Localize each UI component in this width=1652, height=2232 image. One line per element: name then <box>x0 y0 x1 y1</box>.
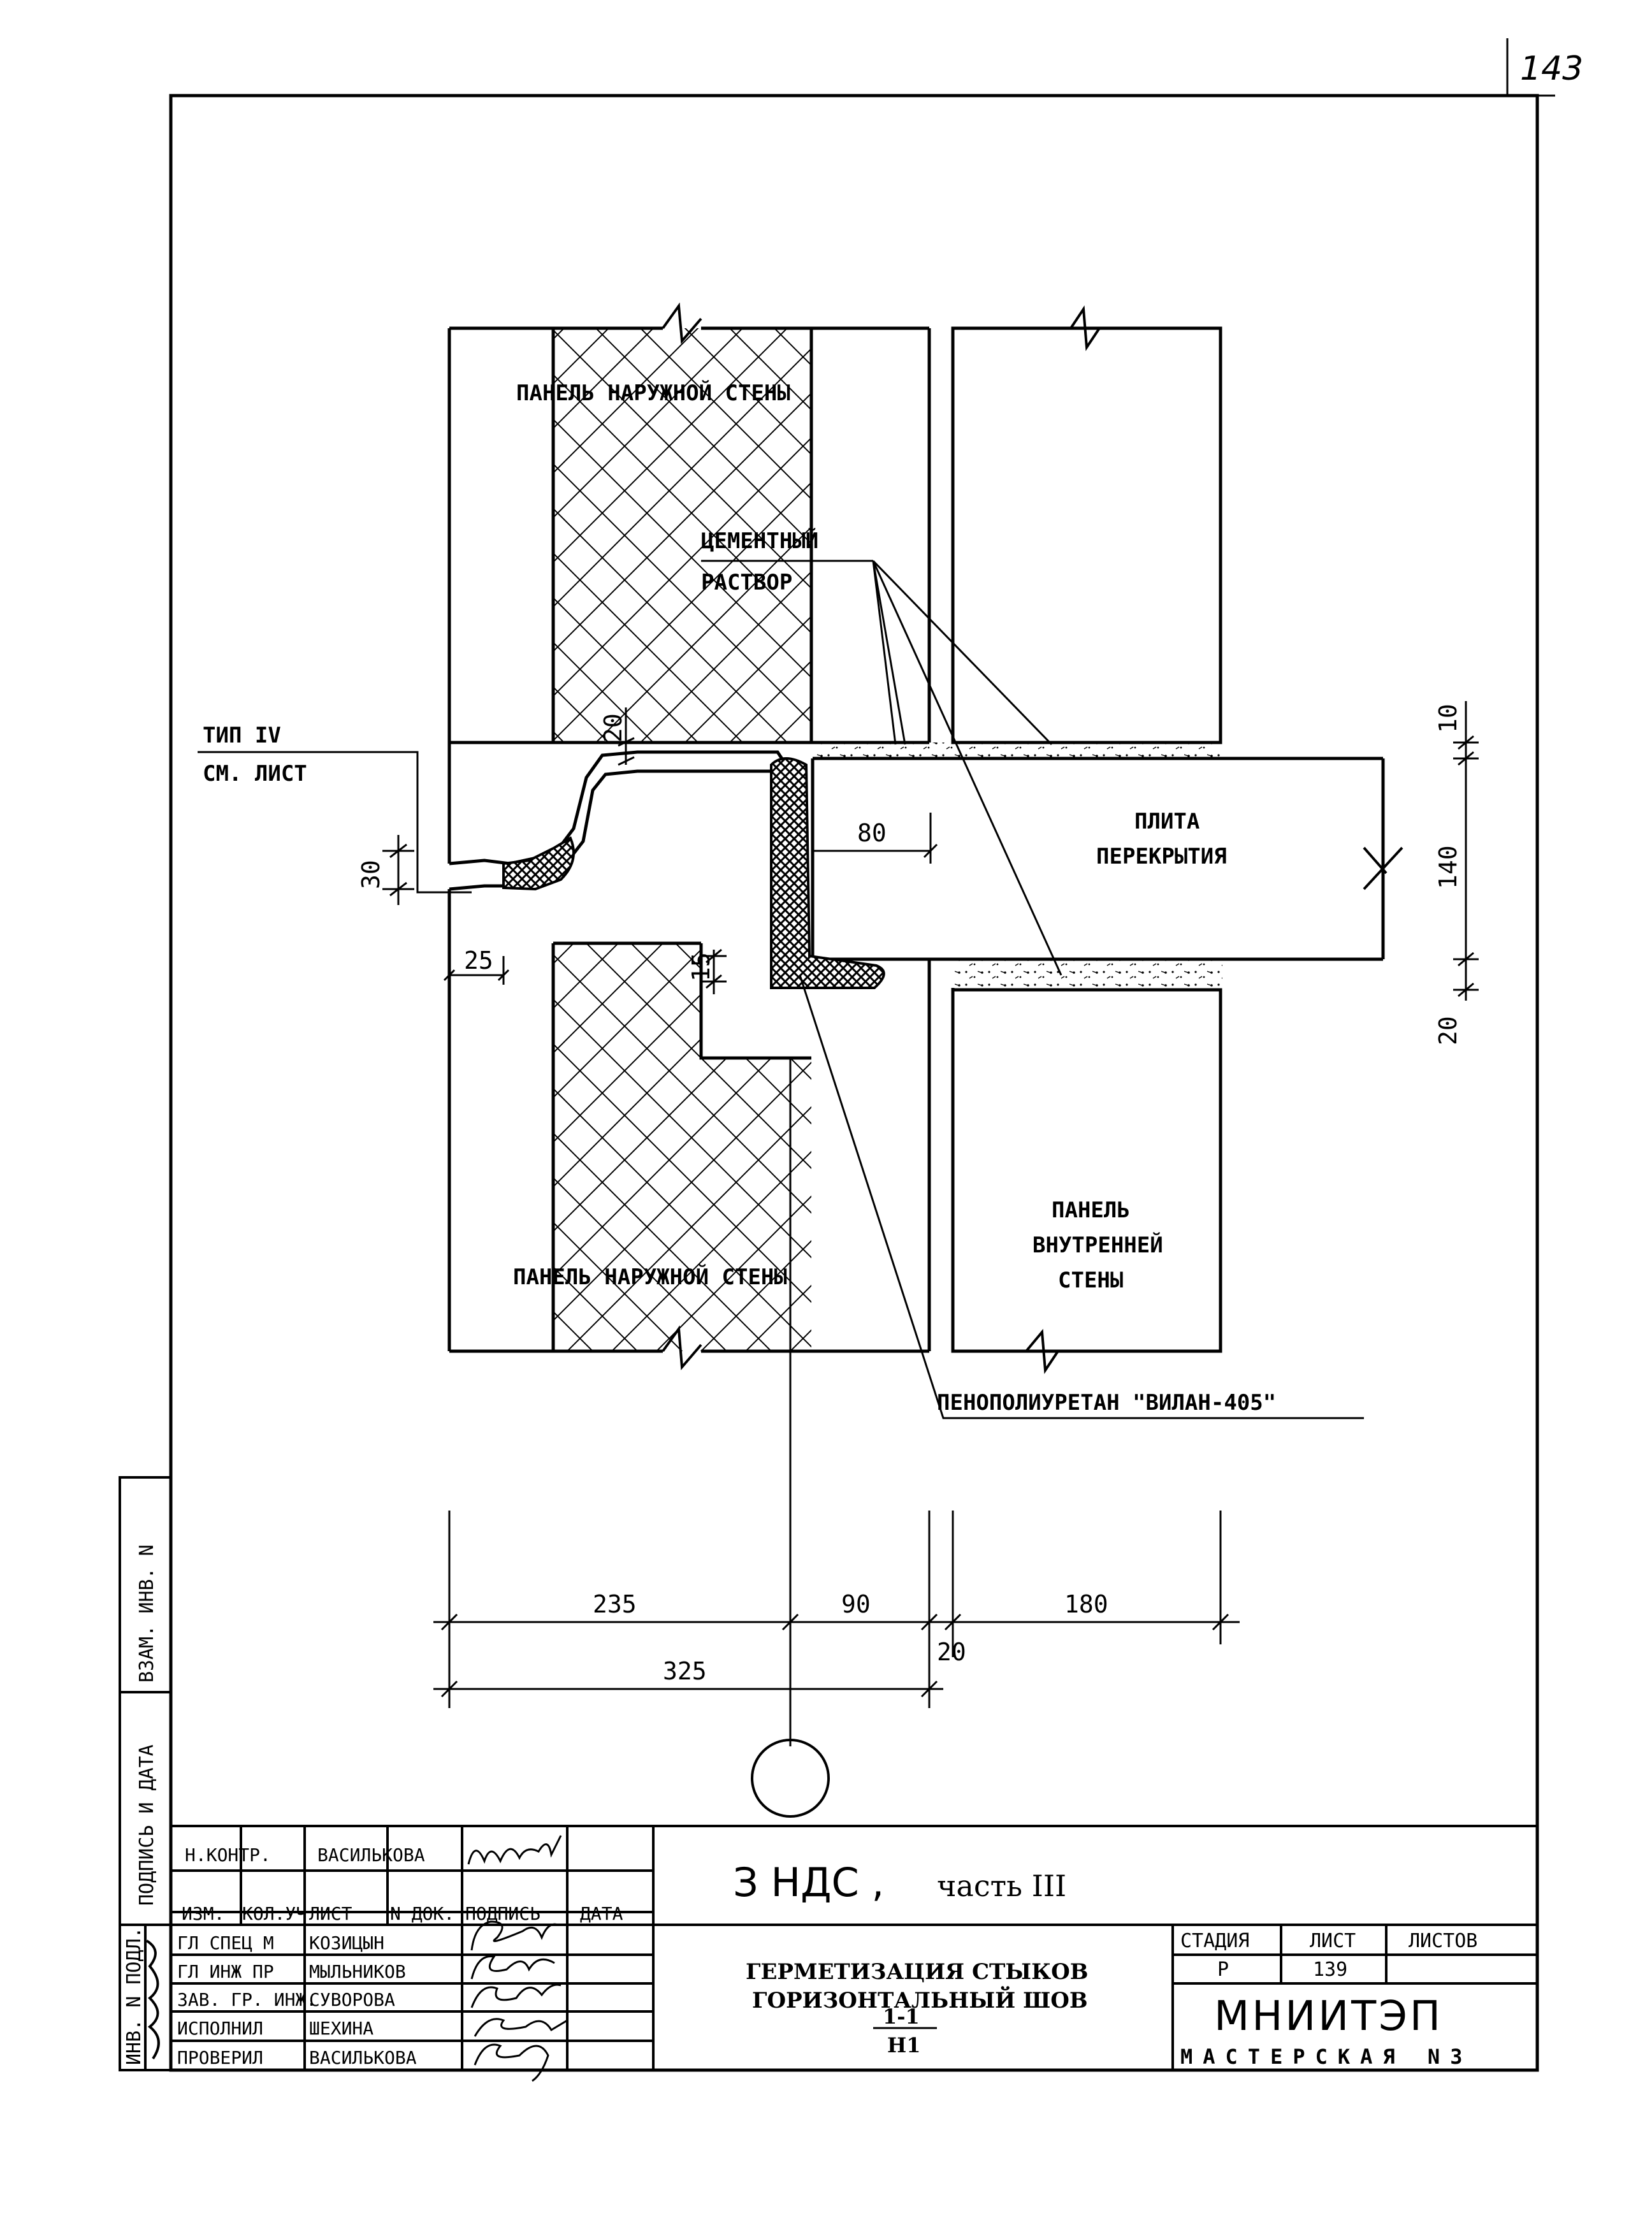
staff-role-2: ЗАВ. ГР. ИНЖ. <box>177 1989 317 2010</box>
title-block-main: З НДС , часть III ГЕРМЕТИЗАЦИЯ СТЫКОВ ГО… <box>733 1859 1088 2057</box>
foam-sealant-outer <box>502 836 575 891</box>
dimension-labels: 20 80 30 25 15 10 140 20 235 90 180 325 … <box>357 704 1462 1685</box>
stamp-vzam-inv: ВЗАМ. ИНВ. N <box>136 1544 158 1683</box>
mortar-leaders <box>701 560 1062 976</box>
label-slab-1: ПЛИТА <box>1134 809 1199 834</box>
sheet-frame <box>169 94 1539 2072</box>
drawing-title-2: ГОРИЗОНТАЛЬНЫЙ ШОВ <box>752 1986 1088 2013</box>
staff-role-3: ИСПОЛНИЛ <box>177 2018 263 2039</box>
type-leader <box>198 751 472 894</box>
lower-inner-panel <box>951 988 1222 1374</box>
drawing-title-1: ГЕРМЕТИЗАЦИЯ СТЫКОВ <box>746 1959 1088 1985</box>
side-stamp <box>119 1476 172 2071</box>
staff-role-1: ГЛ ИНЖ ПР <box>177 1961 274 1982</box>
sheet-value: 139 <box>1313 1959 1347 1981</box>
dim-180: 180 <box>1064 1590 1108 1618</box>
header-podpis: ПОДПИСЬ <box>465 1903 540 1924</box>
upper-outer-panel <box>447 302 931 864</box>
stamp-handwritten-number <box>145 1939 160 2060</box>
joint-profile <box>449 750 810 971</box>
staff-name-1: МЫЛЬНИКОВ <box>309 1961 406 1982</box>
dim-80: 80 <box>857 819 887 847</box>
dim-325: 325 <box>663 1657 707 1685</box>
label-type-2: СМ. ЛИСТ <box>203 761 307 786</box>
staff-name-3: ШЕХИНА <box>309 2018 373 2039</box>
label-outer-panel-bottom: ПАНЕЛЬ НАРУЖНОЙ СТЕНЫ <box>513 1264 787 1290</box>
project-code: З НДС , <box>733 1859 884 1906</box>
sheet-label: ЛИСТ <box>1310 1930 1356 1952</box>
label-outer-panel-top: ПАНЕЛЬ НАРУЖНОЙ СТЕНЫ <box>516 380 790 406</box>
title-block-grid <box>171 1825 1537 2070</box>
dim-30: 30 <box>357 860 385 889</box>
side-stamp-labels: ВЗАМ. ИНВ. N ПОДПИСЬ И ДАТА ИНВ. N ПОДЛ. <box>123 1544 158 2065</box>
section-marker-circle <box>751 1739 830 1818</box>
stage-value: Р <box>1217 1959 1229 1981</box>
n-kontr-label: Н.КОНТР. <box>185 1844 271 1866</box>
org-name: МНИИТЭП <box>1214 1993 1443 2040</box>
section-denominator: Н1 <box>887 2033 921 2057</box>
dim-15: 15 <box>687 952 715 982</box>
foam-sealant-vertical <box>770 757 885 989</box>
label-foam: ПЕНОПОЛИУРЕТАН "ВИЛАН-405" <box>937 1390 1276 1416</box>
project-part: часть III <box>937 1869 1066 1903</box>
label-mortar-1: ЦЕМЕНТНЫЙ <box>701 528 818 554</box>
mortar-strip-bottom <box>955 959 1222 990</box>
header-data: ДАТА <box>580 1903 623 1924</box>
page-number: 143 <box>1520 50 1583 88</box>
dim-140: 140 <box>1434 845 1462 889</box>
signature-n-kontr <box>467 1835 562 1865</box>
header-izm: ИЗМ. <box>182 1903 224 1924</box>
dim-25: 25 <box>464 946 493 975</box>
label-inner-1: ПАНЕЛЬ <box>1052 1198 1130 1223</box>
label-type-1: ТИП IV <box>203 723 281 748</box>
dim-20-bottom: 20 <box>937 1638 966 1666</box>
n-kontr-name: ВАСИЛЬКОВА <box>317 1844 425 1866</box>
dim-20-top: 20 <box>599 713 627 743</box>
header-n-dok: N ДОК. <box>390 1903 454 1924</box>
upper-inner-panel <box>951 305 1222 744</box>
signature-3 <box>474 2018 568 2037</box>
signatures <box>467 1835 568 2082</box>
workshop-name: МАСТЕРСКАЯ N3 <box>1180 2045 1472 2069</box>
sheets-label: ЛИСТОВ <box>1409 1930 1477 1952</box>
drawing-labels: ПАНЕЛЬ НАРУЖНОЙ СТЕНЫ ЦЕМЕНТНЫЙ РАСТВОР … <box>203 380 1276 1416</box>
stamp-inv-podl: ИНВ. N ПОДЛ. <box>123 1927 145 2065</box>
section-numerator: 1-1 <box>883 2004 920 2029</box>
staff-name-2: СУВОРОВА <box>309 1989 395 2010</box>
mortar-strip-top <box>816 743 1221 758</box>
signature-2 <box>470 1983 562 2008</box>
staff-role-4: ПРОВЕРИЛ <box>177 2047 263 2068</box>
label-inner-2: ВНУТРЕННЕЙ <box>1032 1232 1163 1258</box>
foam-leader <box>799 975 1364 1419</box>
dim-235: 235 <box>593 1590 637 1618</box>
dimension-lines <box>382 701 1479 1708</box>
dim-90: 90 <box>841 1590 871 1618</box>
stamp-podpis-data: ПОДПИСЬ И ДАТА <box>136 1744 158 1906</box>
joint-section-drawing <box>198 302 1479 1818</box>
staff-name-0: КОЗИЦЫН <box>309 1932 384 1953</box>
dim-10: 10 <box>1434 704 1462 733</box>
signature-0 <box>470 1920 558 1951</box>
title-block-right: СТАДИЯ ЛИСТ ЛИСТОВ Р 139 МНИИТЭП МАСТЕРС… <box>1180 1930 1477 2069</box>
label-inner-3: СТЕНЫ <box>1058 1268 1123 1293</box>
staff-role-0: ГЛ СПЕЦ М <box>177 1932 274 1953</box>
signature-1 <box>470 1955 555 1980</box>
signature-4 <box>474 2043 549 2082</box>
header-kol-uch: КОЛ.УЧ <box>242 1903 307 1924</box>
header-list: ЛИСТ <box>309 1903 352 1924</box>
title-block-text: Н.КОНТР. ВАСИЛЬКОВА ИЗМ. КОЛ.УЧ ЛИСТ N Д… <box>177 1844 623 2068</box>
label-mortar-2: РАСТВОР <box>701 570 792 595</box>
staff-name-4: ВАСИЛЬКОВА <box>309 2047 417 2068</box>
dim-20-right: 20 <box>1434 1016 1462 1045</box>
label-slab-2: ПЕРЕКРЫТИЯ <box>1096 844 1227 869</box>
stage-label: СТАДИЯ <box>1180 1930 1249 1952</box>
